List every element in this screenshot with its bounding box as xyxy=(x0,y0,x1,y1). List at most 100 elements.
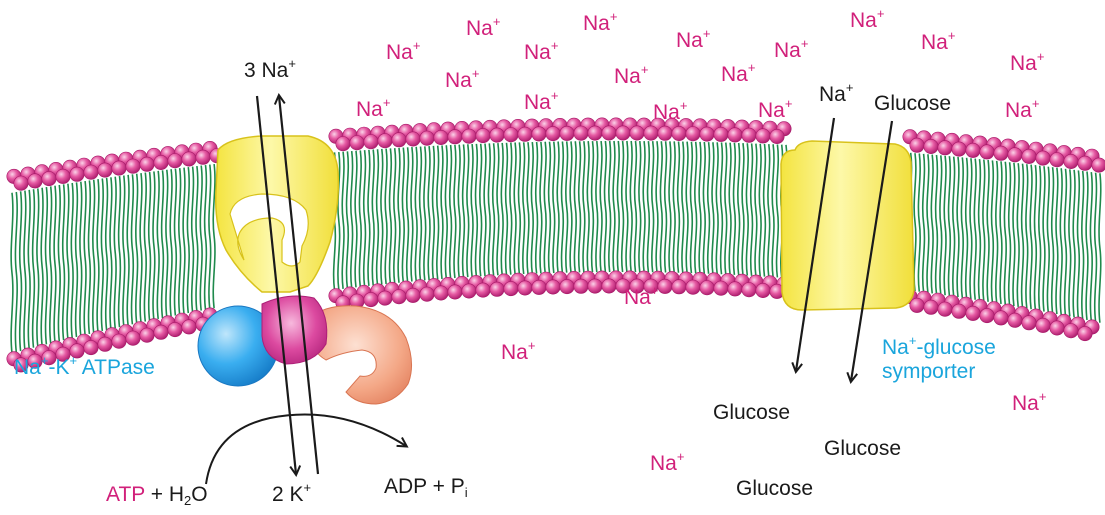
pump-name-label: Na+-K+ ATPase xyxy=(14,356,155,380)
lipid-tail xyxy=(381,149,383,285)
lipid-tail xyxy=(536,142,538,274)
lipid-head xyxy=(140,328,154,342)
lipid-head xyxy=(462,284,476,298)
lipid-head xyxy=(686,280,700,294)
lipid-tail xyxy=(428,146,430,280)
lipid-tail xyxy=(97,179,99,332)
lipid-head xyxy=(518,281,532,295)
lipid-tail xyxy=(992,160,994,302)
lipid-head xyxy=(1036,318,1050,332)
lipid-tail xyxy=(570,141,572,272)
pump-k-count: 2 K+ xyxy=(272,484,311,505)
lipid-tail xyxy=(484,144,486,276)
lipid-tail xyxy=(626,141,628,272)
lipid-tail xyxy=(140,173,142,322)
lipid-tail xyxy=(669,141,671,272)
sodium-ion-label: Na+ xyxy=(850,10,884,31)
lipid-head xyxy=(728,282,742,296)
lipid-tail xyxy=(660,141,662,272)
lipid-tail xyxy=(415,147,417,281)
lipid-tail xyxy=(656,141,658,272)
lipid-tail xyxy=(918,154,920,292)
lipid-tail xyxy=(467,144,469,277)
lipid-head xyxy=(154,155,168,169)
lipid-head xyxy=(910,298,924,312)
lipid-tail xyxy=(983,160,985,302)
lipid-tail xyxy=(37,188,39,346)
lipid-tail xyxy=(364,150,366,286)
lipid-tail xyxy=(437,146,439,280)
lipid-tail xyxy=(200,166,202,311)
lipid-tail xyxy=(746,143,748,275)
lipid-tail xyxy=(355,151,357,288)
sodium-ion-label: Na+ xyxy=(524,42,558,63)
lipid-head xyxy=(14,176,28,190)
lipid-head xyxy=(938,302,952,316)
lipid-head xyxy=(910,138,924,152)
lipid-head xyxy=(56,169,70,183)
lipid-tail xyxy=(961,157,963,297)
lipid-tail xyxy=(1017,163,1019,307)
sodium-ion-label: Na+ xyxy=(774,40,808,61)
lipid-head xyxy=(434,286,448,300)
lipid-tail xyxy=(114,177,116,328)
lipid-tail xyxy=(454,145,456,278)
lipid-tail xyxy=(342,152,344,289)
lipid-head xyxy=(84,340,98,354)
lipid-head xyxy=(714,127,728,141)
lipid-head xyxy=(350,136,364,150)
lipid-tail xyxy=(519,142,521,274)
lipid-tail xyxy=(424,146,426,280)
lipid-tail xyxy=(574,141,576,272)
lipid-tail xyxy=(175,169,177,316)
lipid-tail xyxy=(936,155,938,294)
lipid-head xyxy=(924,139,938,153)
lipid-tail xyxy=(166,170,168,317)
lipid-tail xyxy=(557,142,559,273)
lipid-tail xyxy=(957,157,959,297)
lipid-head xyxy=(574,126,588,140)
lipid-head xyxy=(462,129,476,143)
lipid-head xyxy=(616,126,630,140)
lipid-tail xyxy=(471,144,473,277)
lipid-tail xyxy=(1000,161,1002,304)
lipid-head xyxy=(994,311,1008,325)
symporter-na-label: Na+ xyxy=(819,84,853,105)
lipid-head xyxy=(742,128,756,142)
atp-label: ATP xyxy=(106,483,145,506)
lipid-tail xyxy=(377,149,379,285)
lipid-head xyxy=(392,133,406,147)
lipid-tail xyxy=(678,141,680,272)
lipid-head xyxy=(448,130,462,144)
lipid-head xyxy=(84,165,98,179)
lipid-tail xyxy=(751,143,753,275)
lipid-head xyxy=(658,126,672,140)
lipid-tail xyxy=(493,143,495,275)
lipid-tail xyxy=(179,168,181,315)
lipid-tail xyxy=(89,180,91,334)
lipid-tail xyxy=(1035,165,1037,310)
lipid-head xyxy=(1092,158,1105,172)
lipid-head xyxy=(532,127,546,141)
lipid-tail xyxy=(205,165,207,310)
lipid-head xyxy=(504,281,518,295)
lipid-head xyxy=(378,291,392,305)
lipid-tail xyxy=(1009,162,1011,305)
atp-h2o-label: ATP + H2O xyxy=(106,484,208,505)
lipid-head xyxy=(126,159,140,173)
lipid-tail xyxy=(402,148,404,283)
lipid-tail xyxy=(50,186,52,343)
glucose-inside-2: Glucose xyxy=(824,438,901,459)
lipid-head xyxy=(770,129,784,143)
na-k-atpase-pump xyxy=(198,136,412,404)
sodium-ion-label: Na+ xyxy=(466,18,500,39)
lipid-tail xyxy=(351,151,353,288)
lipid-head xyxy=(742,283,756,297)
lipid-head xyxy=(28,174,42,188)
lipid-tail xyxy=(974,159,976,300)
atpase-pink-domain xyxy=(262,296,327,364)
lipid-head xyxy=(112,161,126,175)
lipid-tail xyxy=(170,169,172,316)
lipid-head xyxy=(1036,151,1050,165)
lipid-tail xyxy=(953,157,955,297)
